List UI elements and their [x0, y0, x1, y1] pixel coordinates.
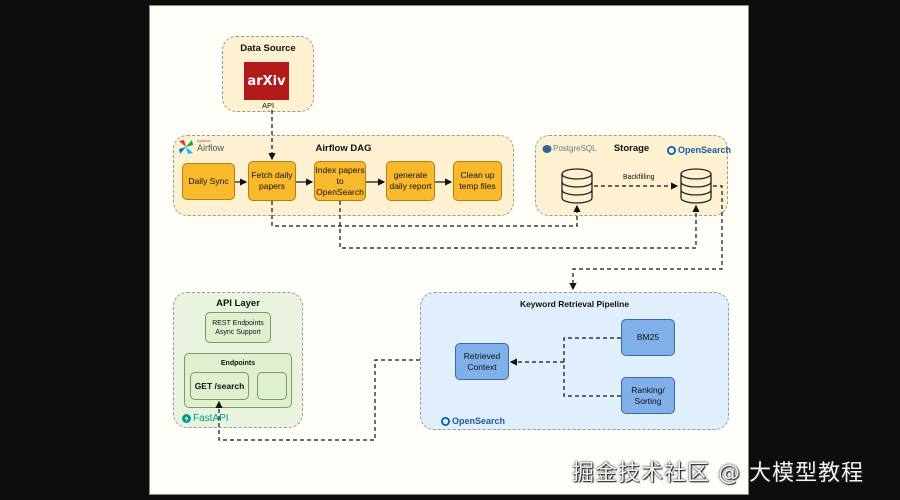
endpoint-placeholder[interactable] — [257, 372, 287, 400]
step-fetch-daily-papers[interactable]: Fetch daily papers — [248, 161, 296, 201]
retrieved-context-node[interactable]: Retrieved Context — [455, 343, 509, 380]
keyword-pipeline-title: Keyword Retrieval Pipeline — [519, 299, 630, 309]
fastapi-bolt-icon — [182, 414, 191, 423]
step-daily-sync[interactable]: Daily Sync — [182, 163, 235, 200]
opensearch-db-icon[interactable] — [679, 168, 713, 204]
bm25-node[interactable]: BM25 — [621, 319, 675, 356]
endpoints-title: Endpoints — [220, 360, 256, 367]
api-layer-title: API Layer — [216, 298, 260, 309]
watermark: 掘金技术社区 @ 大模型教程 — [572, 461, 864, 486]
storage-title: Storage — [613, 143, 650, 154]
opensearch-icon — [667, 146, 676, 155]
ranking-sorting-node[interactable]: Ranking/ Sorting — [621, 377, 675, 414]
arxiv-logo: arXiv — [244, 62, 289, 100]
step-generate-daily-report[interactable]: generate daily report — [386, 161, 435, 201]
airflow-brand-small: Apache — [197, 138, 211, 143]
postgres-label: PostgreSQL — [553, 144, 597, 153]
opensearch-label-pipeline: OpenSearch — [452, 416, 506, 426]
data-source-title: Data Source — [240, 43, 296, 54]
opensearch-label-storage: OpenSearch — [678, 145, 732, 155]
postgres-elephant-icon — [542, 145, 552, 153]
rest-endpoints-box: REST Endpoints Async Support — [205, 312, 271, 343]
airflow-pinwheel-icon — [179, 140, 193, 154]
airflow-dag-title: Airflow DAG — [315, 143, 372, 154]
postgres-db-icon[interactable] — [560, 168, 594, 204]
fastapi-label: FastAPI — [193, 413, 229, 424]
backfilling-label: Backfilling — [623, 174, 655, 181]
opensearch-icon — [441, 417, 450, 426]
airflow-logo: Apache Airflow — [178, 138, 228, 156]
step-index-papers[interactable]: Index papers to OpenSearch — [314, 161, 366, 201]
get-search-endpoint[interactable]: GET /search — [190, 372, 249, 400]
api-caption: API — [262, 101, 275, 110]
step-clean-up-temp-files[interactable]: Clean up temp files — [453, 161, 502, 201]
airflow-brand: Airflow — [197, 143, 225, 153]
